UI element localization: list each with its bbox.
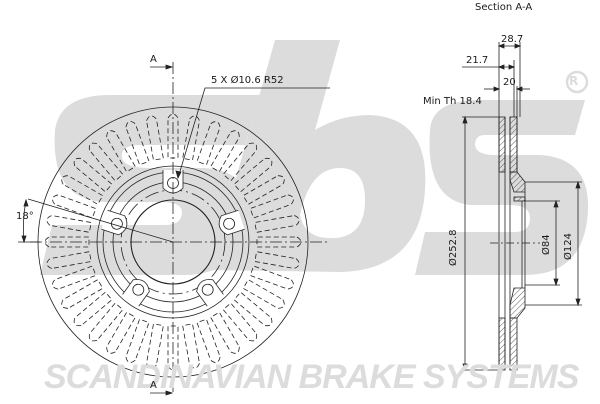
sbs-watermark-logo: [40, 40, 589, 275]
registered-mark-letter: R: [569, 74, 579, 88]
bolt-callout: 5 X Ø10.6 R52: [211, 75, 284, 86]
dim-thickness: 20: [503, 77, 516, 88]
min-thickness: Min Th 18.4: [423, 96, 482, 107]
dim-center-bore: Ø84: [541, 234, 552, 255]
section-marker-top: A: [150, 54, 157, 65]
registered-mark: [565, 70, 589, 94]
section-marker-bottom: A: [150, 380, 157, 391]
front-view: [18, 62, 330, 396]
angle-label: 18°: [16, 211, 34, 222]
dim-overall-width: 28.7: [501, 34, 524, 45]
section-title: Section A-A: [475, 2, 533, 13]
brand-tagline-watermark: SCANDINAVIAN BRAKE SYSTEMS: [44, 358, 579, 396]
dim-outer-diameter: Ø252.8: [448, 229, 459, 267]
dim-hub-diameter: Ø124: [563, 233, 574, 260]
dim-offset: 21.7: [466, 55, 489, 66]
section-view: [462, 42, 582, 372]
vent-slots: [44, 113, 302, 371]
